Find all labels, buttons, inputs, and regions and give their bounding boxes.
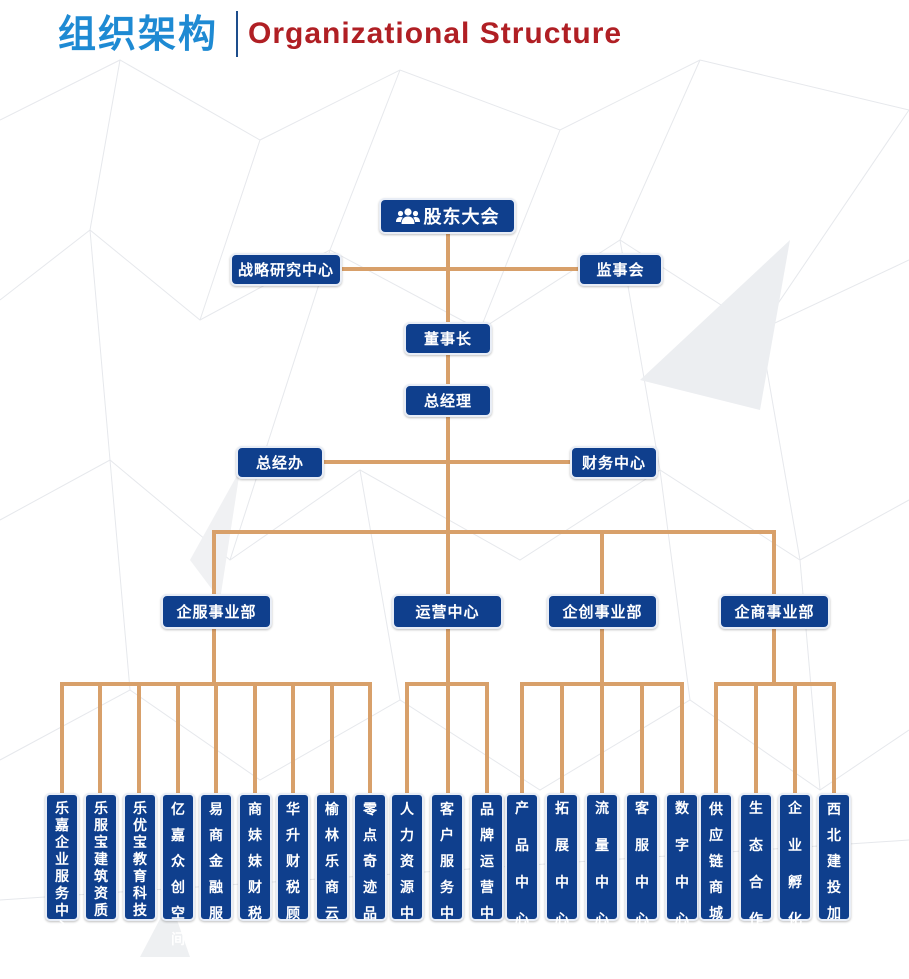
background-network-pattern bbox=[0, 59, 909, 957]
unit-node: 乐嘉企业服务中心 bbox=[45, 793, 79, 936]
division-node: 运营中心 bbox=[392, 594, 503, 629]
shareholders-meeting-label: 股东大会 bbox=[423, 207, 500, 228]
unit-node: 人力资源中心 bbox=[390, 793, 424, 948]
unit-node: 产品中心 bbox=[505, 793, 539, 928]
unit-node: 数字中心 bbox=[665, 793, 699, 928]
unit-node: 企业孵化 bbox=[778, 793, 812, 928]
general-manager-node: 总经理 bbox=[404, 384, 492, 417]
unit-node: 客服中心 bbox=[625, 793, 659, 928]
unit-node: 零点奇迹品宣 bbox=[353, 793, 387, 948]
division-node: 企商事业部 bbox=[719, 594, 830, 629]
unit-node: 乐服宝建筑资质 bbox=[84, 793, 118, 921]
unit-node: 亿嘉众创空间 bbox=[161, 793, 195, 948]
chairman-node: 董事长 bbox=[404, 322, 492, 355]
unit-node: 华升财税顾问 bbox=[276, 793, 310, 948]
unit-node: 供应链商城 bbox=[699, 793, 733, 922]
gm-office-node: 总经办 bbox=[236, 446, 324, 479]
unit-node: 品牌运营中心 bbox=[470, 793, 504, 948]
finance-center-node: 财务中心 bbox=[570, 446, 658, 479]
unit-node: 生态合作 bbox=[739, 793, 773, 928]
unit-node: 拓展中心 bbox=[545, 793, 579, 928]
shareholders-meeting-node: 股东大会 bbox=[379, 198, 516, 234]
division-node: 企创事业部 bbox=[547, 594, 658, 629]
page-title-chinese: 组织架构 bbox=[58, 12, 219, 56]
page-title-english: Organizational Structure bbox=[248, 17, 623, 50]
division-node: 企服事业部 bbox=[161, 594, 272, 629]
unit-node: 客户服务中心 bbox=[430, 793, 464, 948]
unit-node: 西北建投加盟 bbox=[817, 793, 851, 948]
strategy-research-node: 战略研究中心 bbox=[230, 253, 342, 286]
unit-node: 商妹妹财税集团 bbox=[238, 793, 272, 974]
unit-node: 流量中心 bbox=[585, 793, 619, 928]
people-group-icon bbox=[395, 207, 420, 225]
unit-node: 易商金融服务 bbox=[199, 793, 233, 948]
unit-node: 乐优宝教育科技 bbox=[123, 793, 157, 921]
unit-node: 榆林乐商云谷 bbox=[315, 793, 349, 948]
title-divider bbox=[236, 11, 238, 57]
supervisory-board-node: 监事会 bbox=[578, 253, 663, 286]
